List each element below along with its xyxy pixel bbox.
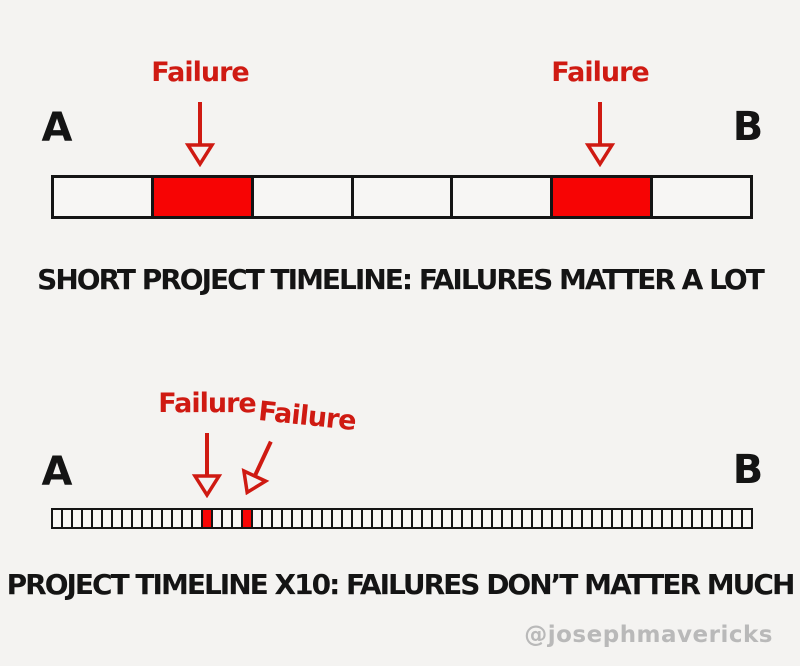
long-timeline-bar bbox=[51, 508, 753, 529]
timeline-segment bbox=[73, 510, 83, 527]
timeline-segment bbox=[163, 510, 173, 527]
timeline-segment bbox=[613, 510, 623, 527]
timeline-segment bbox=[103, 510, 113, 527]
timeline-segment bbox=[383, 510, 393, 527]
timeline-segment bbox=[223, 510, 233, 527]
timeline-segment bbox=[293, 510, 303, 527]
timeline-segment bbox=[413, 510, 423, 527]
timeline-segment bbox=[373, 510, 383, 527]
slanted-down-arrow-icon bbox=[241, 440, 273, 496]
timeline-segment bbox=[283, 510, 293, 527]
top-caption: SHORT PROJECT TIMELINE: FAILURES MATTER … bbox=[37, 263, 765, 296]
timeline-segment bbox=[353, 178, 454, 216]
top-end-label: B bbox=[732, 104, 764, 150]
timeline-segment bbox=[453, 510, 463, 527]
timeline-segment bbox=[503, 510, 513, 527]
timeline-segment bbox=[343, 510, 353, 527]
timeline-segment bbox=[133, 510, 143, 527]
timeline-segment bbox=[213, 510, 223, 527]
timeline-segment bbox=[303, 510, 313, 527]
timeline-segment bbox=[623, 510, 633, 527]
timeline-segment bbox=[603, 510, 613, 527]
timeline-segment bbox=[543, 510, 553, 527]
timeline-segment bbox=[363, 510, 373, 527]
timeline-segment bbox=[583, 510, 593, 527]
timeline-segment bbox=[353, 510, 363, 527]
timeline-segment bbox=[53, 510, 63, 527]
timeline-segment bbox=[713, 510, 723, 527]
failure-segment bbox=[203, 510, 213, 527]
timeline-segment bbox=[183, 510, 193, 527]
timeline-segment bbox=[263, 510, 273, 527]
timeline-segment bbox=[443, 510, 453, 527]
timeline-segment bbox=[633, 510, 643, 527]
timeline-segment bbox=[54, 178, 154, 216]
timeline-segment bbox=[233, 510, 243, 527]
top-failure-label-2: Failure bbox=[551, 57, 649, 88]
timeline-segment bbox=[433, 510, 443, 527]
timeline-segment bbox=[683, 510, 693, 527]
timeline-segment bbox=[423, 510, 433, 527]
timeline-segment bbox=[733, 510, 743, 527]
timeline-segment bbox=[113, 510, 123, 527]
bottom-failure-label-1: Failure bbox=[158, 388, 256, 419]
timeline-segment bbox=[393, 510, 403, 527]
timeline-segment bbox=[123, 510, 133, 527]
timeline-segment bbox=[63, 510, 73, 527]
timeline-segment bbox=[593, 510, 603, 527]
top-start-label: A bbox=[41, 105, 73, 151]
timeline-segment bbox=[693, 510, 703, 527]
timeline-segment bbox=[463, 510, 473, 527]
timeline-segment bbox=[253, 510, 263, 527]
timeline-segment bbox=[193, 510, 203, 527]
timeline-segment bbox=[153, 510, 163, 527]
timeline-segment bbox=[93, 510, 103, 527]
timeline-segment bbox=[653, 178, 751, 216]
timeline-segment bbox=[313, 510, 323, 527]
timeline-segment bbox=[453, 178, 554, 216]
timeline-segment bbox=[723, 510, 733, 527]
timeline-segment bbox=[653, 510, 663, 527]
timeline-segment bbox=[403, 510, 413, 527]
down-arrow-icon bbox=[184, 102, 216, 167]
down-arrow-icon bbox=[191, 433, 223, 498]
timeline-segment bbox=[573, 510, 583, 527]
timeline-segment bbox=[83, 510, 93, 527]
timeline-segment bbox=[563, 510, 573, 527]
timeline-segment bbox=[743, 510, 751, 527]
timeline-segment bbox=[493, 510, 503, 527]
watermark-handle: @josephmavericks bbox=[524, 622, 773, 648]
timeline-segment bbox=[473, 510, 483, 527]
down-arrow-icon bbox=[584, 102, 616, 167]
timeline-segment bbox=[483, 510, 493, 527]
top-failure-label-1: Failure bbox=[151, 57, 249, 88]
short-timeline-bar bbox=[51, 175, 753, 219]
bottom-caption: PROJECT TIMELINE X10: FAILURES DON’T MAT… bbox=[6, 568, 796, 601]
timeline-segment bbox=[513, 510, 523, 527]
failure-segment bbox=[243, 510, 253, 527]
timeline-segment bbox=[673, 510, 683, 527]
timeline-segment bbox=[553, 510, 563, 527]
timeline-segment bbox=[703, 510, 713, 527]
timeline-segment bbox=[333, 510, 343, 527]
timeline-segment bbox=[253, 178, 354, 216]
failure-segment bbox=[153, 178, 254, 216]
failure-segment bbox=[553, 178, 654, 216]
timeline-segment bbox=[663, 510, 673, 527]
timeline-segment bbox=[643, 510, 653, 527]
timeline-segment bbox=[533, 510, 543, 527]
timeline-segment bbox=[523, 510, 533, 527]
bottom-start-label: A bbox=[41, 449, 73, 495]
timeline-segment bbox=[173, 510, 183, 527]
bottom-end-label: B bbox=[732, 447, 764, 493]
timeline-segment bbox=[323, 510, 333, 527]
timeline-segment bbox=[143, 510, 153, 527]
timeline-segment bbox=[273, 510, 283, 527]
